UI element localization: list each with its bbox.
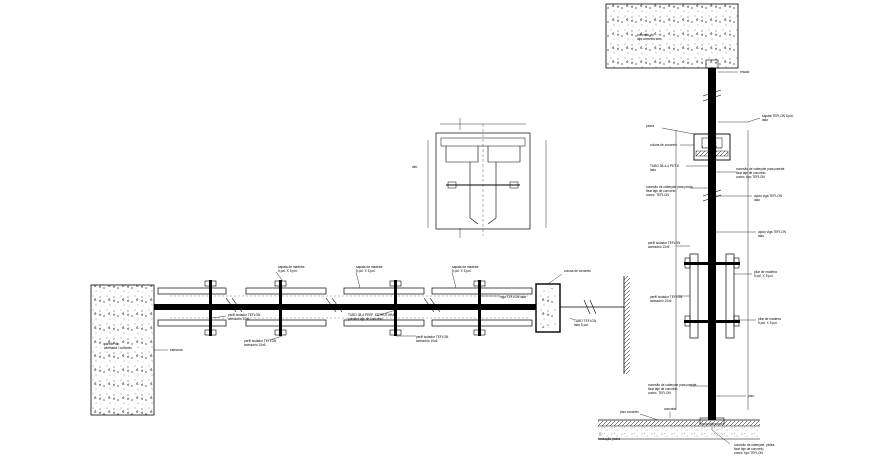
label-tr1: sapata TEFLON 8 pol.lado [762, 114, 794, 122]
label-tr2: pedra [646, 124, 654, 128]
label-line: lado [762, 118, 768, 122]
label-line: acessório 10x6 [228, 317, 250, 321]
label-line: prender laje de concreto [348, 317, 383, 321]
label-line: acessório 10x6 [244, 343, 266, 347]
label-line: laje concreto arm. [637, 37, 662, 41]
label-line: perfil isolador TEFLON [244, 339, 277, 343]
label-line: lado [650, 168, 656, 172]
label-line: sapata de madeira [278, 265, 305, 269]
label-line: conec. tipo TEFLON [734, 451, 764, 455]
label-line: fixar laje de concreto [646, 189, 676, 193]
label-line: lado 5 pol. [574, 323, 589, 327]
top-slab-label: concreto do laje concreto arm. [637, 33, 662, 41]
beam-bolts [204, 280, 486, 336]
label-h5: viga TEFLON lado [500, 295, 526, 299]
section-dim-label: dim. [412, 165, 418, 169]
label-line: perfil isolador TEFLON [228, 313, 261, 317]
label-tr14: piso [748, 394, 754, 398]
label-line: conec. TEFLON [648, 391, 671, 395]
label-line: fixar laje de concreto [734, 447, 764, 451]
label-line: sapata de madeira [356, 265, 383, 269]
label-line: lado [754, 198, 760, 202]
label-line: conexão de cabeçote para pedra [646, 185, 693, 189]
label-tr18: conexão de cabeçote, pedra,fixar laje de… [734, 443, 775, 455]
label-tr15: piso concreto [620, 410, 639, 414]
label-line: 5 pol. X 5 pol. [452, 269, 472, 273]
label-line: TUBO 38-4-4 PDT 8 [650, 164, 679, 168]
label-line: lado [758, 234, 764, 238]
label-line: parede de [104, 342, 119, 346]
label-line: 5 pol. X 5 pol. [754, 274, 774, 278]
label-tr3: coluna de concreto [650, 143, 677, 147]
top-slab-label-line1: concreto do [637, 33, 654, 37]
label-line: pilar de madeira [758, 317, 781, 321]
label-line: TUBO TEFLON [574, 319, 597, 323]
label-tr16: concreto [664, 407, 676, 411]
label-line: perfil isolador TEFLON [650, 295, 683, 299]
label-line: TUBO 38-4 PERF. ESTRUTURAL [348, 313, 396, 317]
label-line: acessório 10x6 [650, 299, 672, 303]
label-line: 5 pol. X 5 pol. [356, 269, 376, 273]
label-line: conexão de cabeçote, pedra, [734, 443, 775, 447]
post-bolts [684, 257, 740, 327]
section-detail: dim. [412, 118, 547, 238]
label-line: conec. tipo TEFLON [736, 175, 766, 179]
ground-slab [598, 419, 760, 440]
label-line: perfil isolador TEFLON [416, 335, 449, 339]
label-line: acessório 10x6 [416, 339, 438, 343]
horizontal-beam-assembly [154, 276, 630, 374]
label-line: apoio viga TEFLON [754, 194, 783, 198]
label-tr17: fundação pedra [598, 437, 620, 441]
top-concrete-slab: concreto do laje concreto arm. [605, 3, 739, 69]
label-line: apoio viga TEFLON [758, 230, 787, 234]
label-line: alvenaria / concreto [104, 346, 132, 350]
label-line: sapata TEFLON 8 pol. [762, 114, 794, 118]
label-line: sapata de madeira [452, 265, 479, 269]
label-line: conexão de cabeçote para parede [736, 167, 785, 171]
top-dim-label: ensaio [740, 70, 750, 74]
label-line: conec. TEFLON [646, 193, 669, 197]
right-post-annotations: ensaio sapata TEFLON 8 pol.lado pedra co… [598, 70, 794, 455]
label-line: pilar de madeira [754, 270, 777, 274]
label-line: acessório 10x6 [648, 245, 670, 249]
label-line: 5 pol. X 5 pol. [278, 269, 298, 273]
label-line: 5 pol. X 5 pol. [758, 321, 778, 325]
label-h4: coluna de concreto [564, 269, 591, 273]
label-line: fixar laje de concreto [648, 387, 678, 391]
label-line: conexão de cabeçote para parede [648, 383, 697, 387]
left-wall-tag: estrutura [170, 348, 183, 352]
right-vertical-post [675, 59, 749, 430]
label-line: fixar laje de concreto [736, 171, 766, 175]
label-line: perfil isolador TEFLON [648, 241, 681, 245]
